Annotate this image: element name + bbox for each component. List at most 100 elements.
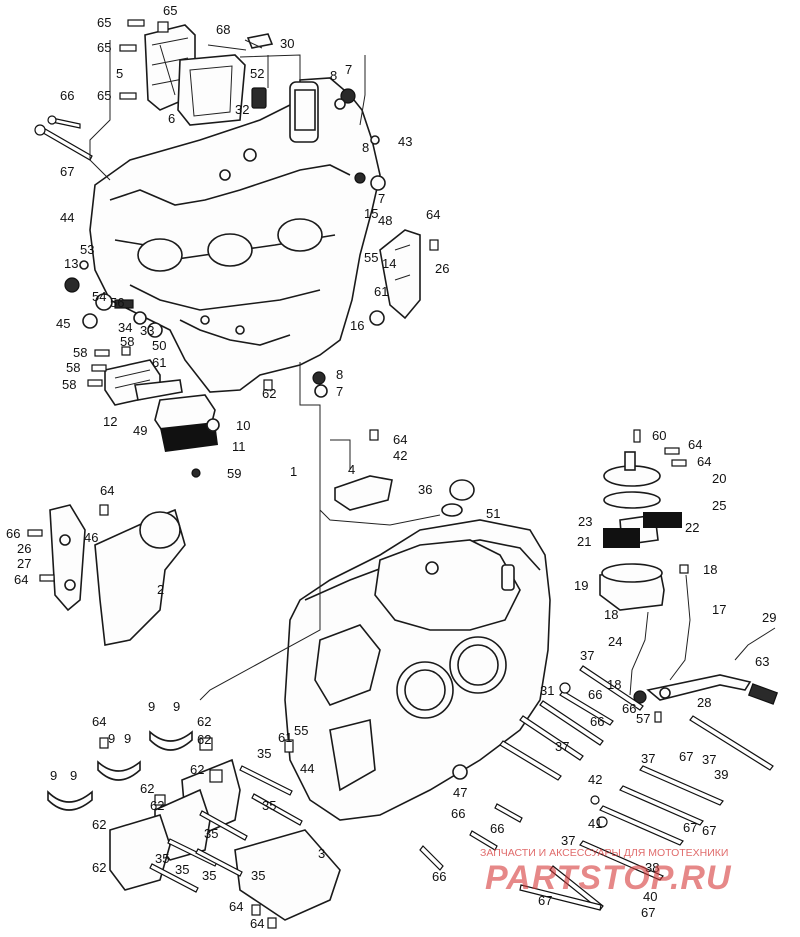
- callout-58: 58: [73, 345, 87, 360]
- callout-55: 55: [364, 250, 378, 265]
- callout-28: 28: [697, 695, 711, 710]
- callout-50: 50: [152, 338, 166, 353]
- callout-66: 66: [590, 714, 604, 729]
- callout-29: 29: [762, 610, 776, 625]
- callout-64: 64: [688, 437, 702, 452]
- callout-64: 64: [229, 899, 243, 914]
- callout-9: 9: [173, 699, 180, 714]
- callout-62: 62: [262, 386, 276, 401]
- callout-9: 9: [50, 768, 57, 783]
- callout-60: 60: [652, 428, 666, 443]
- callout-67: 67: [60, 164, 74, 179]
- callout-43: 43: [398, 134, 412, 149]
- callout-68: 68: [216, 22, 230, 37]
- callout-67: 67: [538, 893, 552, 908]
- bracket-4: [334, 475, 393, 511]
- callout-22: 22: [685, 520, 699, 535]
- callout-24: 24: [608, 634, 622, 649]
- leader-4: [330, 439, 351, 470]
- callout-65: 65: [97, 88, 111, 103]
- callout-33: 33: [140, 323, 154, 338]
- callout-66: 66: [622, 701, 636, 716]
- callout-27: 27: [17, 556, 31, 571]
- callout-64: 64: [14, 572, 28, 587]
- callout-11: 11: [232, 439, 246, 454]
- callout-25: 25: [712, 498, 726, 513]
- callout-20: 20: [712, 471, 726, 486]
- callout-49: 49: [133, 423, 147, 438]
- callout-21: 21: [577, 534, 591, 549]
- callout-5: 5: [116, 66, 123, 81]
- watermark-brand: PARTSTOP.RU: [485, 859, 732, 897]
- callout-17: 17: [712, 602, 726, 617]
- callout-7: 7: [378, 191, 385, 206]
- callout-37: 37: [555, 739, 569, 754]
- callout-52: 52: [250, 66, 264, 81]
- callout-38: 38: [645, 860, 659, 875]
- callout-9: 9: [108, 731, 115, 746]
- upper-left-parts: [64, 260, 163, 338]
- upper-crankcase: [89, 77, 381, 393]
- callout-4: 4: [348, 462, 355, 477]
- upper-right-parts: [334, 88, 439, 326]
- callout-62: 62: [150, 798, 164, 813]
- callout-51: 51: [486, 506, 500, 521]
- callout-61: 61: [278, 730, 292, 745]
- callout-8: 8: [336, 367, 343, 382]
- callout-61: 61: [374, 284, 388, 299]
- callout-18: 18: [607, 677, 621, 692]
- callout-12: 12: [103, 414, 117, 429]
- lower-crankcase: [284, 519, 551, 821]
- callout-63: 63: [755, 654, 769, 669]
- callout-64: 64: [92, 714, 106, 729]
- callout-67: 67: [683, 820, 697, 835]
- callout-35: 35: [202, 868, 216, 883]
- callout-57: 57: [636, 711, 650, 726]
- leader-1b: [199, 480, 321, 701]
- gasket-51: [441, 503, 463, 517]
- callout-6: 6: [168, 111, 175, 126]
- callout-44: 44: [300, 761, 314, 776]
- leader-frame-top: [239, 54, 301, 80]
- callout-14: 14: [382, 256, 396, 271]
- callout-66: 66: [6, 526, 20, 541]
- callout-65: 65: [97, 40, 111, 55]
- callout-62: 62: [190, 762, 204, 777]
- callout-26: 26: [17, 541, 31, 556]
- callout-36: 36: [418, 482, 432, 497]
- callout-67: 67: [641, 905, 655, 920]
- callout-34: 34: [118, 320, 132, 335]
- callout-31: 31: [540, 683, 554, 698]
- callout-66: 66: [490, 821, 504, 836]
- callout-66: 66: [432, 869, 446, 884]
- top-bolts: [34, 19, 169, 161]
- callout-9: 9: [148, 699, 155, 714]
- callout-23: 23: [578, 514, 592, 529]
- callout-53: 53: [80, 242, 94, 257]
- callout-64: 64: [426, 207, 440, 222]
- callout-67: 67: [679, 749, 693, 764]
- callout-32: 32: [235, 102, 249, 117]
- callout-45: 45: [56, 316, 70, 331]
- callout-58: 58: [62, 377, 76, 392]
- callout-64: 64: [697, 454, 711, 469]
- leader-7: [359, 55, 366, 126]
- callout-62: 62: [92, 817, 106, 832]
- callout-62: 62: [197, 732, 211, 747]
- callout-7: 7: [336, 384, 343, 399]
- oil-strainer: [87, 346, 220, 478]
- callout-62: 62: [92, 860, 106, 875]
- dowel-62: [263, 379, 273, 391]
- callout-35: 35: [262, 798, 276, 813]
- callout-18: 18: [703, 562, 717, 577]
- front-cover: [27, 504, 186, 646]
- callout-59: 59: [227, 466, 241, 481]
- callout-66: 66: [588, 687, 602, 702]
- callout-35: 35: [251, 868, 265, 883]
- leader-29: [734, 627, 776, 661]
- callout-62: 62: [140, 781, 154, 796]
- bearing-shells: [47, 730, 341, 929]
- callout-35: 35: [175, 862, 189, 877]
- plug-8: [312, 371, 326, 385]
- callout-37: 37: [641, 751, 655, 766]
